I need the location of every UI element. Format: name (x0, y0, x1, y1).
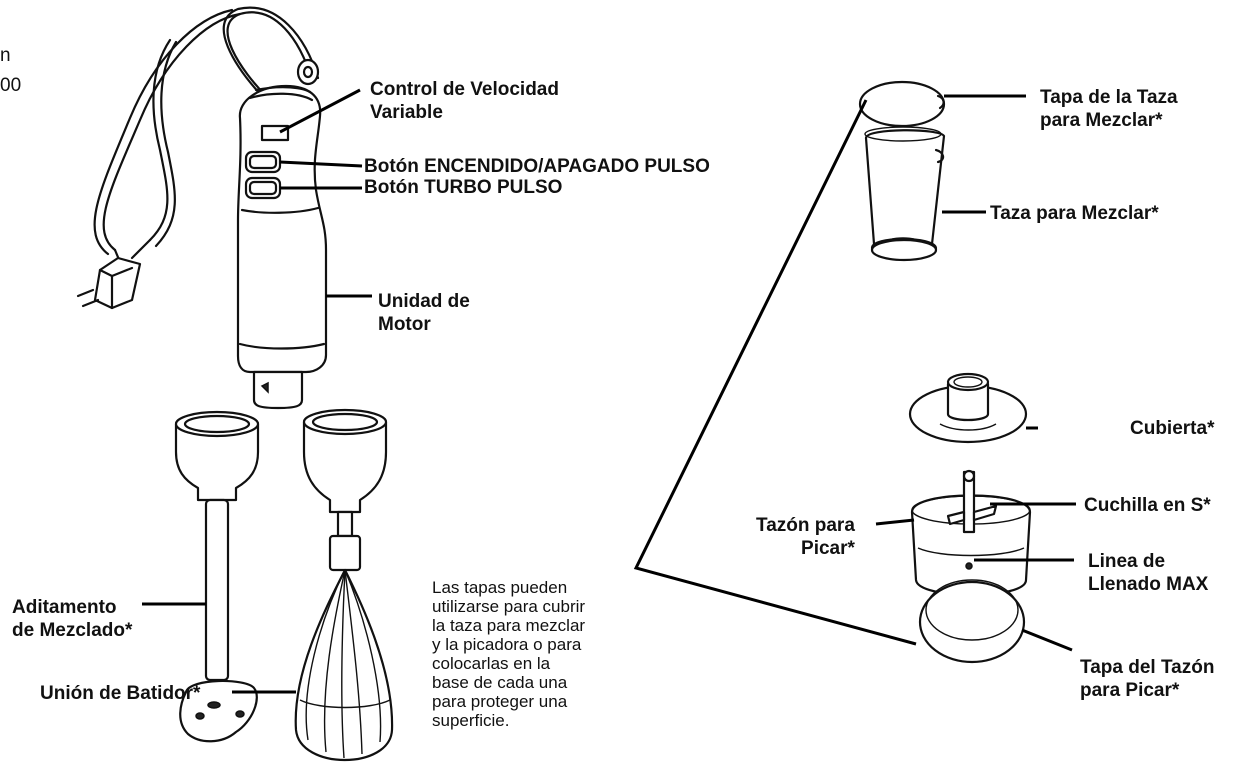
note-line: la taza para mezclar (432, 616, 586, 635)
label-cup-lid-line2: para Mezclar* (1040, 110, 1163, 131)
note-line: para proteger una (432, 692, 568, 711)
label-motor-unit: Unidad de Motor (378, 290, 470, 336)
label-bowl-lid: Tapa del Tazón para Picar* (1080, 656, 1214, 702)
label-motor-unit-line2: Motor (378, 314, 431, 335)
label-blending-attachment-line1: Aditamento (12, 597, 117, 618)
label-motor-unit-line1: Unidad de (378, 291, 470, 312)
label-mixing-cup: Taza para Mezclar* (990, 203, 1159, 224)
chopping-bowl-drawing (910, 469, 1032, 664)
note-line: Las tapas pueden (432, 578, 568, 597)
label-whisk-attachment: Unión de Batidor* (40, 683, 201, 704)
label-max-fill-line-line1: Linea de (1088, 551, 1166, 572)
whisk-attachment-drawing (294, 408, 394, 762)
note-line: superficie. (432, 711, 510, 730)
power-cord (76, 6, 320, 310)
label-s-blade: Cuchilla en S* (1084, 495, 1211, 516)
label-blending-attachment: Aditamento de Mezclado* (12, 596, 132, 642)
label-chopping-bowl: Tazón para Picar* (756, 514, 855, 560)
label-cup-lid-line1: Tapa de la Taza (1040, 87, 1178, 108)
label-chopping-bowl-line2: Picar* (801, 538, 855, 559)
leader-lines (142, 88, 1076, 694)
label-power-button: Botón ENCENDIDO/APAGADO PULSO (364, 156, 710, 177)
label-speed-control-line1: Control de Velocidad (370, 79, 559, 100)
label-cover: Cubierta* (1130, 418, 1215, 439)
motor-unit-drawing (236, 84, 328, 410)
cropped-text-fragment-1: n (0, 45, 11, 66)
label-chopping-bowl-line1: Tazón para (756, 515, 855, 536)
note-line: utilizarse para cubrir (432, 597, 586, 616)
label-bowl-lid-line1: Tapa del Tazón (1080, 657, 1215, 678)
label-speed-control-line2: Variable (370, 102, 443, 123)
label-max-fill-line-line2: Llenado MAX (1088, 574, 1209, 595)
note-line: base de cada una (432, 673, 568, 692)
lids-usage-note: Las tapas pueden utilizarse para cubrir … (432, 578, 585, 730)
label-bowl-lid-line2: para Picar* (1080, 680, 1180, 701)
label-turbo-button: Botón TURBO PULSO (364, 177, 563, 198)
note-line: y la picadora o para (432, 635, 582, 654)
label-cup-lid: Tapa de la Taza para Mezclar* (1040, 86, 1178, 132)
label-max-fill-line: Linea de Llenado MAX (1088, 550, 1208, 596)
label-speed-control: Control de Velocidad Variable (370, 78, 559, 124)
chopper-cover-drawing (908, 372, 1028, 444)
mixing-cup-drawing (858, 80, 946, 262)
cropped-text-fragment-2: 00 (0, 75, 22, 96)
blending-attachment-drawing (174, 410, 260, 743)
note-line: colocarlas en la (432, 654, 551, 673)
label-blending-attachment-line2: de Mezclado* (12, 620, 133, 641)
